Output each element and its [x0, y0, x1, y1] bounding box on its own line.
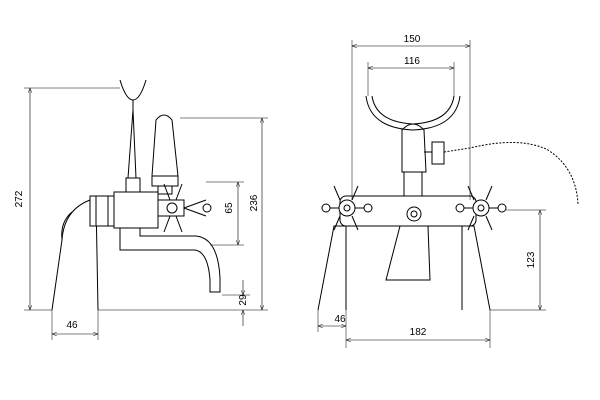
- side-view: 272 236 65 29 46: [14, 79, 268, 340]
- front-view: 150 116 123 46 182: [317, 34, 579, 348]
- dim-overall-height: 272: [14, 190, 25, 207]
- side-lever-handle: [151, 114, 179, 177]
- front-left-cross-handle: [321, 185, 373, 231]
- dim-centres: 182: [410, 327, 427, 338]
- dim-leg-width: 46: [334, 314, 346, 325]
- dim-base-height: 29: [238, 294, 249, 306]
- front-shower-cradle: [365, 95, 461, 131]
- front-spout: [385, 225, 431, 281]
- front-left-leg: [317, 225, 347, 311]
- dim-valve-height: 65: [224, 202, 235, 214]
- side-nut: [89, 195, 115, 227]
- dim-base-width: 46: [66, 320, 78, 331]
- dim-cradle-inner-width: 116: [404, 56, 420, 67]
- dim-spout-clearance: 123: [526, 251, 537, 268]
- front-shower-hose: [443, 142, 579, 205]
- side-spout: [119, 228, 221, 293]
- front-right-cross-handle: [455, 185, 507, 231]
- dim-cradle-outer-width: 150: [404, 34, 421, 45]
- side-cross-handle: [157, 183, 212, 233]
- side-valve-body: [113, 191, 159, 229]
- front-hose-connector: [431, 141, 445, 165]
- side-shower-hook: [119, 79, 147, 101]
- front-right-leg: [461, 225, 491, 311]
- dim-spout-height: 236: [249, 194, 260, 211]
